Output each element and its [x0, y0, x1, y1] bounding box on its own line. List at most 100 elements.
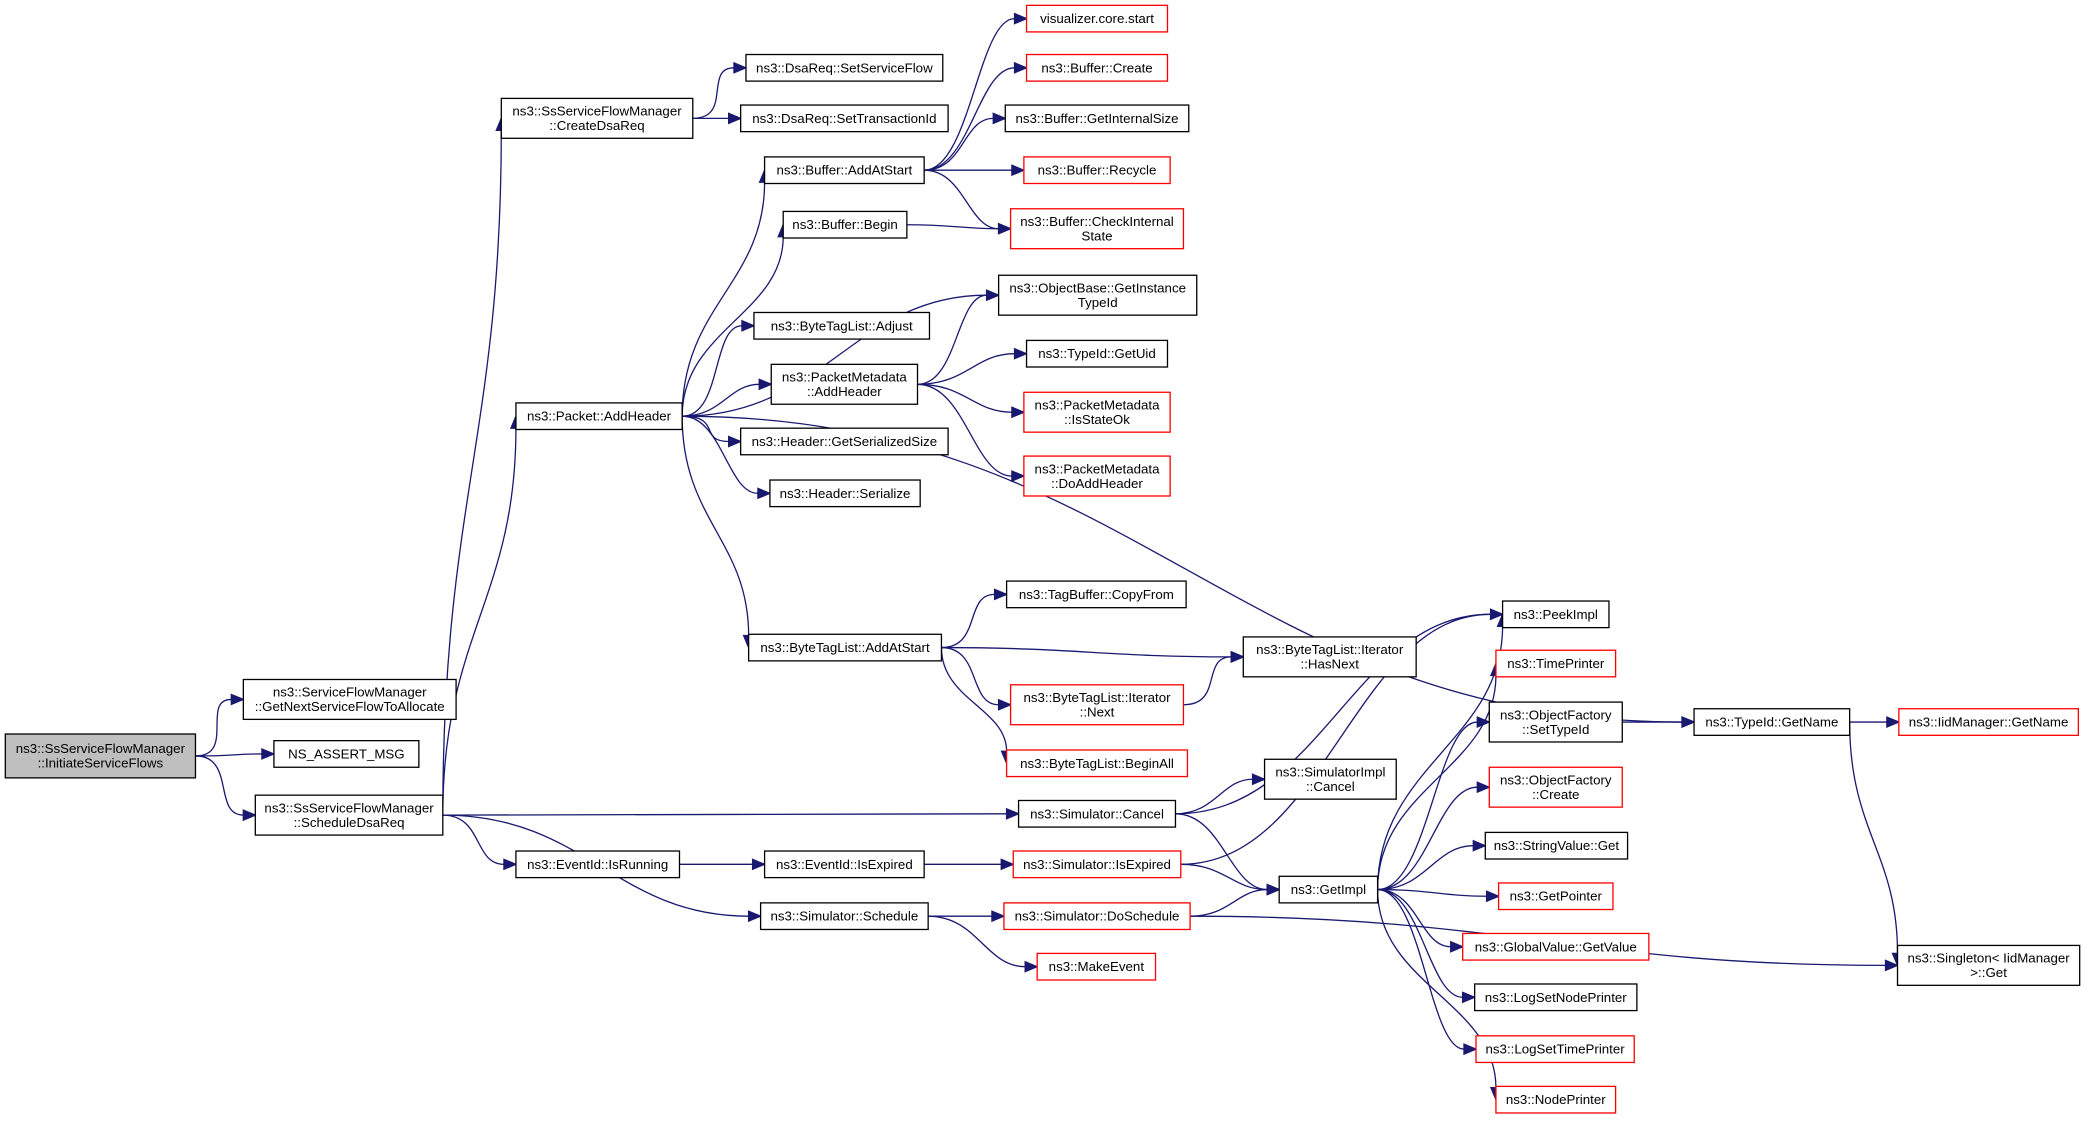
- node-btlhasnext[interactable]: ns3::ByteTagList::Iterator::HasNext: [1242, 636, 1417, 678]
- arrowhead: [1462, 991, 1477, 1004]
- node-box: [1012, 850, 1182, 879]
- node-box: [1693, 708, 1851, 736]
- node-tagcopy[interactable]: ns3::TagBuffer::CopyFrom: [1005, 580, 1187, 609]
- node-box: [1462, 932, 1650, 961]
- edge-line: [928, 915, 1026, 968]
- node-typeiduid[interactable]: ns3::TypeId::GetUid: [1025, 339, 1169, 368]
- node-box: [1004, 104, 1190, 133]
- node-box: [1242, 636, 1417, 678]
- node-box: [1263, 758, 1397, 800]
- edge-btladdstart-to-tagcopy: [941, 588, 1009, 649]
- node-label: ns3::IidManager::GetName: [1909, 715, 2069, 730]
- edge-line: [442, 814, 504, 865]
- edge-line: [195, 753, 262, 757]
- node-evisexpired[interactable]: ns3::EventId::IsExpired: [763, 850, 925, 879]
- node-iidgetname[interactable]: ns3::IidManager::GetName: [1898, 708, 2080, 736]
- edge-addheader-to-hdrsersize: [682, 415, 743, 448]
- node-singletonget[interactable]: ns3::Singleton< IidManager>::Get: [1896, 944, 2081, 986]
- node-nsassert[interactable]: NS_ASSERT_MSG: [273, 740, 420, 768]
- node-label: ns3::PeekImpl: [1514, 607, 1598, 622]
- node-nodeprinter[interactable]: ns3::NodePrinter: [1495, 1085, 1617, 1114]
- edge-btlnext-to-btlhasnext: [1183, 650, 1245, 706]
- node-strvalget[interactable]: ns3::StringValue::Get: [1484, 831, 1629, 860]
- node-bufinternalsize[interactable]: ns3::Buffer::GetInternalSize: [1004, 104, 1190, 133]
- arrowhead: [1886, 716, 1901, 729]
- node-box: [763, 850, 925, 879]
- node-addheader[interactable]: ns3::Packet::AddHeader: [515, 402, 683, 431]
- edge-line: [941, 593, 995, 649]
- node-pmaddheader[interactable]: ns3::PacketMetadata::AddHeader: [770, 363, 919, 405]
- node-peekimpl[interactable]: ns3::PeekImpl: [1501, 600, 1610, 629]
- node-label: ::IsStateOk: [1064, 412, 1130, 427]
- edge-initiate-to-scheduledsa: [195, 755, 257, 822]
- edge-line: [1175, 613, 1491, 815]
- node-initiate[interactable]: ns3::SsServiceFlowManager::InitiateServi…: [4, 733, 197, 779]
- arrowhead: [751, 858, 767, 871]
- node-hdrserialize[interactable]: ns3::Header::Serialize: [769, 479, 921, 508]
- node-label: ::SetTypeId: [1522, 722, 1589, 737]
- node-logtimeprinter[interactable]: ns3::LogSetTimePrinter: [1475, 1035, 1635, 1064]
- node-box: [770, 363, 919, 405]
- node-hdrsersize[interactable]: ns3::Header::GetSerializedSize: [740, 427, 949, 456]
- node-createdsa[interactable]: ns3::SsServiceFlowManager::CreateDsaReq: [500, 97, 694, 139]
- node-label: ns3::Simulator::DoSchedule: [1015, 909, 1180, 924]
- node-simimplcancel[interactable]: ns3::SimulatorImpl::Cancel: [1263, 758, 1397, 800]
- node-makeevent[interactable]: ns3::MakeEvent: [1036, 952, 1157, 981]
- node-bufaddstart[interactable]: ns3::Buffer::AddAtStart: [763, 156, 925, 185]
- node-bufcreate[interactable]: ns3::Buffer::Create: [1025, 53, 1169, 82]
- node-label: ns3::Buffer::Begin: [792, 217, 897, 232]
- node-btlbeginall[interactable]: ns3::ByteTagList::BeginAll: [1005, 749, 1189, 778]
- node-ofcreate[interactable]: ns3::ObjectFactory::Create: [1488, 766, 1623, 808]
- node-dsaservice[interactable]: ns3::DsaReq::SetServiceFlow: [745, 53, 944, 82]
- node-btladjust[interactable]: ns3::ByteTagList::Adjust: [753, 311, 931, 340]
- edge-line: [682, 415, 729, 443]
- node-label: ns3::ObjectFactory: [1500, 772, 1612, 787]
- node-evisrunning[interactable]: ns3::EventId::IsRunning: [515, 850, 681, 879]
- node-box: [759, 902, 929, 931]
- node-simdoschedule[interactable]: ns3::Simulator::DoSchedule: [1003, 902, 1191, 931]
- node-btladdstart[interactable]: ns3::ByteTagList::AddAtStart: [747, 633, 943, 662]
- node-gvgetvalue[interactable]: ns3::GlobalValue::GetValue: [1462, 932, 1650, 961]
- arrowhead: [1476, 716, 1491, 729]
- node-lognodeprinter[interactable]: ns3::LogSetNodePrinter: [1474, 983, 1638, 1012]
- node-label: ns3::PacketMetadata: [1035, 461, 1161, 476]
- node-label: ns3::DsaReq::SetTransactionId: [752, 111, 936, 126]
- node-bufbegin[interactable]: ns3::Buffer::Begin: [782, 210, 908, 239]
- node-ofsettypeid[interactable]: ns3::ObjectFactory::SetTypeId: [1488, 701, 1623, 743]
- node-simschedule[interactable]: ns3::Simulator::Schedule: [759, 902, 929, 931]
- node-label: ns3::StringValue::Get: [1494, 838, 1620, 853]
- node-label: ns3::PacketMetadata: [782, 370, 908, 385]
- node-box: [1025, 53, 1169, 82]
- edge-bufaddstart-to-vizstart: [924, 12, 1029, 171]
- node-pmisstateok[interactable]: ns3::PacketMetadata::IsStateOk: [1023, 391, 1171, 433]
- node-label: ::DoAddHeader: [1051, 476, 1143, 491]
- node-label: ns3::NodePrinter: [1506, 1092, 1606, 1107]
- node-label: ::HasNext: [1301, 657, 1360, 672]
- node-box: [769, 479, 921, 508]
- arrowhead: [1013, 12, 1029, 25]
- node-vizstart[interactable]: visualizer.core.start: [1025, 4, 1169, 33]
- node-getnext[interactable]: ns3::ServiceFlowManager::GetNextServiceF…: [242, 678, 457, 721]
- arrowhead: [997, 698, 1013, 711]
- node-box: [1025, 4, 1169, 33]
- node-scheduledsa[interactable]: ns3::SsServiceFlowManager::ScheduleDsaRe…: [254, 794, 444, 836]
- node-dsatrans[interactable]: ns3::DsaReq::SetTransactionId: [740, 104, 949, 133]
- node-pmdoadd[interactable]: ns3::PacketMetadata::DoAddHeader: [1023, 455, 1171, 497]
- node-box: [1023, 455, 1171, 497]
- edge-line: [682, 325, 743, 417]
- node-getpointer[interactable]: ns3::GetPointer: [1497, 882, 1614, 911]
- node-btlnext[interactable]: ns3::ByteTagList::Iterator::Next: [1009, 684, 1185, 726]
- node-bufrecycle[interactable]: ns3::Buffer::Recycle: [1023, 156, 1171, 185]
- node-getimpl[interactable]: ns3::GetImpl: [1278, 875, 1379, 904]
- edge-line: [924, 67, 1015, 171]
- node-simisexpired[interactable]: ns3::Simulator::IsExpired: [1012, 850, 1182, 879]
- edge-line: [924, 117, 994, 171]
- edge-simschedule-to-simdoschedule: [928, 910, 1006, 923]
- edge-initiate-to-getnext: [195, 693, 246, 757]
- node-typeidgetname[interactable]: ns3::TypeId::GetName: [1693, 708, 1851, 736]
- edge-initiate-to-nsassert: [195, 747, 276, 760]
- node-simcancel[interactable]: ns3::Simulator::Cancel: [1017, 799, 1177, 828]
- node-timeprinter[interactable]: ns3::TimePrinter: [1495, 649, 1617, 678]
